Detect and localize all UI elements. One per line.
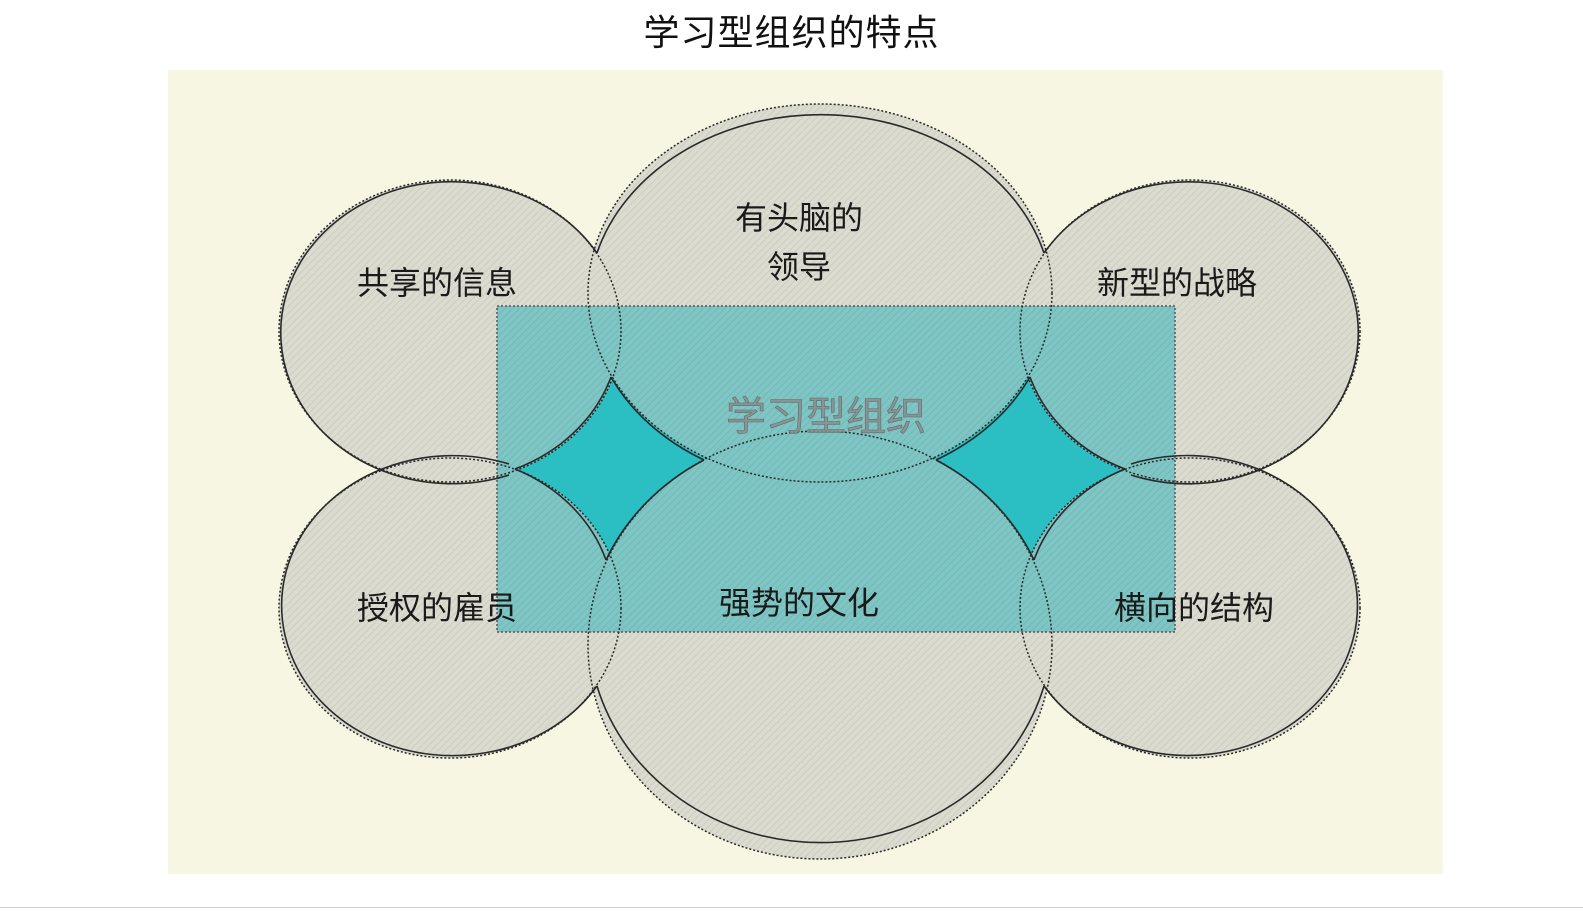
label-employees: 授权的雇员 [357,589,517,627]
page-title: 学习型组织的特点 [643,13,940,54]
center-label: 学习型组织 [726,394,926,440]
bottom-divider [0,907,1583,908]
label-leadership-line-2: 领导 [767,248,831,286]
label-shared-info: 共享的信息 [357,264,517,302]
label-culture: 强势的文化 [719,584,879,622]
label-leadership-line-1: 有头脑的 [735,199,863,237]
circle-labels: 共享的信息 有头脑的 领导 新型的战略 授权的雇员 强势的文化 横向的结构 [357,199,1274,627]
circle-outlines [278,103,1361,860]
center-rectangle [496,305,1176,633]
label-structure: 横向的结构 [1114,589,1274,627]
label-strategy: 新型的战略 [1097,264,1257,302]
